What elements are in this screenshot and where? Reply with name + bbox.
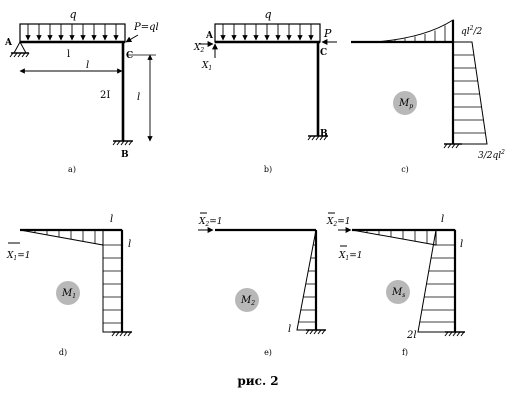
- load-arrows: [25, 24, 119, 41]
- fixed-support-icon: [443, 143, 462, 149]
- column-moment-area: [452, 41, 488, 145]
- moment-symbol-circle: [235, 288, 259, 312]
- moment-symbol-circle: [386, 280, 410, 304]
- panel-b: q P A C B X2 X1 b): [193, 8, 337, 174]
- x2-unit-label: X2=1: [198, 217, 223, 228]
- load-label: q: [69, 8, 76, 21]
- x1-unit-label: X1=1: [6, 251, 31, 262]
- node-c-label: C: [320, 48, 327, 58]
- fixed-support-icon: [307, 135, 328, 141]
- node-b-label: B: [320, 129, 328, 139]
- moment-symbol-label: M1: [61, 288, 76, 300]
- beam-moment-hatch: [34, 230, 96, 244]
- bottom-moment-value: l: [288, 324, 291, 335]
- distributed-load-box: [19, 23, 126, 43]
- panel-label-e: e): [264, 348, 272, 357]
- node-c-label: C: [126, 51, 133, 61]
- column-stiffness-label: 2I: [100, 90, 110, 101]
- beam-moment-area: [351, 229, 437, 246]
- moment-symbol-circle: [393, 91, 417, 115]
- load-label: q: [264, 8, 271, 21]
- force-arrow: [125, 34, 139, 43]
- panel-f: X2=1 X1=1 l l 2l Ms f): [326, 212, 465, 357]
- figure-caption: рис. 2: [237, 374, 278, 388]
- beam-moment-hatch: [384, 25, 446, 42]
- moment-symbol-label: M2: [240, 295, 255, 307]
- panel-c: Mp ql2/2 3/2ql2 c): [351, 19, 505, 174]
- panel-a: q P=ql A C B l l 2I l a): [4, 8, 159, 174]
- column-moment-hatch: [103, 244, 122, 324]
- bottom-moment-value: 3/2ql2: [478, 149, 505, 161]
- side-moment-value: l: [128, 239, 131, 250]
- x2-unit-label: X2=1: [326, 217, 351, 228]
- bottom-moment-value: 2l: [406, 330, 417, 341]
- beam-moment-hatch: [366, 230, 428, 244]
- x1-unit-label: X1=1: [338, 251, 363, 262]
- force-label: P=ql: [133, 22, 159, 33]
- panel-label-d: d): [59, 348, 67, 357]
- dim-horizontal-label: l: [86, 60, 89, 71]
- top-moment-value: l: [110, 214, 113, 225]
- force-label: P: [323, 27, 332, 40]
- moment-symbol-label: Mp: [398, 98, 413, 110]
- fixed-support-icon: [112, 140, 133, 146]
- panel-label-a: a): [68, 165, 76, 174]
- load-arrows: [220, 24, 314, 41]
- x1-label: X1: [201, 61, 212, 72]
- top-moment-value: l: [441, 214, 444, 225]
- moment-symbol-label: Ms: [391, 287, 405, 299]
- pin-support-icon: [9, 40, 30, 58]
- panel-label-b: b): [264, 165, 272, 174]
- distributed-load-box: [214, 23, 321, 43]
- span-label: l: [67, 49, 70, 60]
- top-moment-value: ql2/2: [461, 25, 483, 37]
- panel-e: X2=1 l M2 e): [198, 212, 326, 357]
- moment-symbol-circle: [56, 281, 80, 305]
- panel-label-c: c): [401, 165, 409, 174]
- fixed-support-icon: [305, 329, 326, 335]
- beam-moment-area: [19, 229, 104, 246]
- x2-label: X2: [193, 43, 204, 54]
- column-moment-hatch: [453, 54, 485, 134]
- fixed-support-icon: [444, 331, 465, 337]
- node-b-label: B: [121, 150, 129, 160]
- fixed-support-icon: [111, 331, 132, 337]
- column-moment-hatch: [420, 244, 455, 323]
- column-moment-hatch: [299, 244, 316, 323]
- panel-d: X1=1 l l M1 d): [6, 214, 132, 357]
- dim-vertical-label: l: [137, 92, 140, 103]
- beam-moment-area: [374, 19, 454, 43]
- node-a-label: A: [4, 38, 13, 48]
- side-moment-value: l: [460, 239, 463, 250]
- panel-label-f: f): [402, 348, 408, 357]
- node-a-label: A: [205, 31, 214, 41]
